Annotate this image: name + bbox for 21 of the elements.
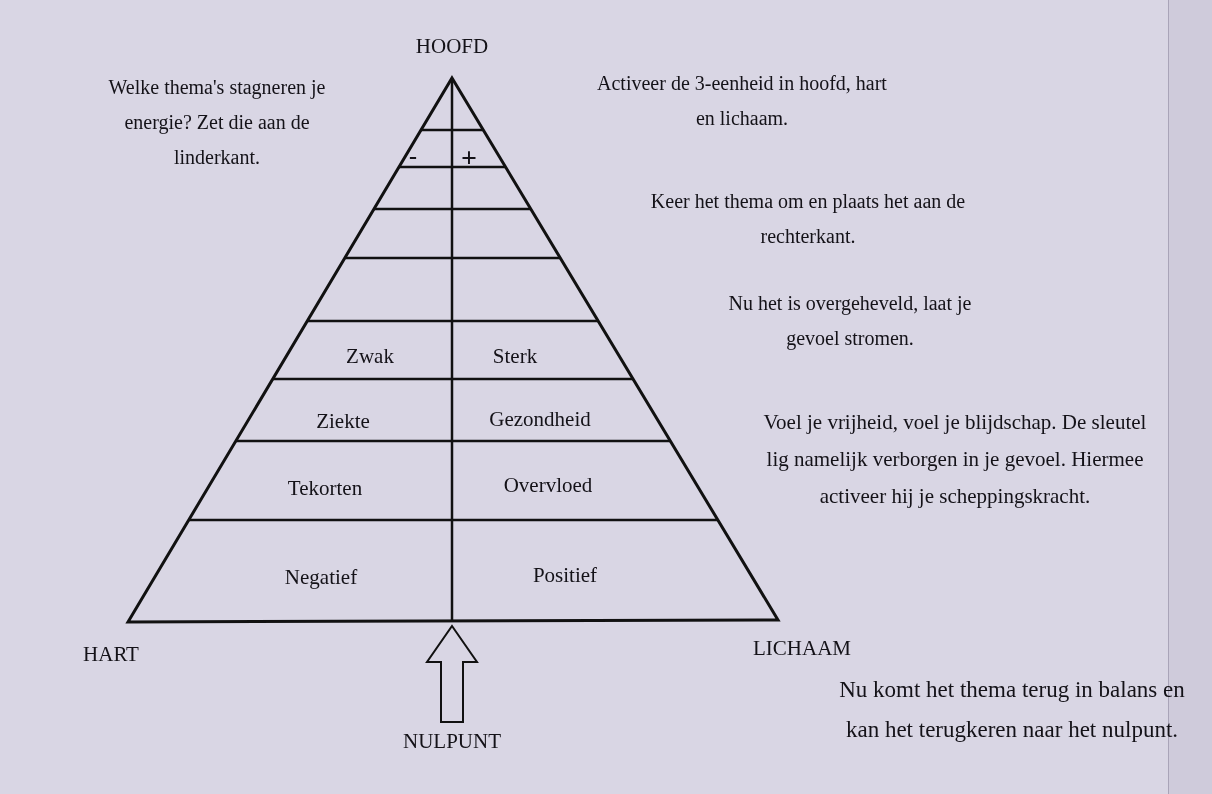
cell-label: Zwak: [345, 343, 395, 370]
note-text: Nu komt het thema terug in balans en kan het terugkeren naar het nulpunt.: [838, 676, 1186, 745]
corner-label: LICHAAM: [752, 635, 852, 662]
note-text: Voel je vrijheid, voel je blijdschap. De sleutel lig namelijk verborgen in je gevoel. Hiermee activeer hij je scheppingskracht.: [762, 409, 1148, 510]
cell-label: Negatief: [283, 564, 359, 591]
cell-label: Gezondheid: [488, 406, 592, 433]
cell-label: Ziekte: [315, 408, 371, 435]
note-text: Nu het is overgeheveld, laat je gevoel stromen.: [727, 291, 973, 352]
note-text: Activeer de 3-eenheid in hoofd, hart en lichaam.: [597, 71, 887, 131]
cell-label: +: [460, 141, 478, 175]
cell-label: Sterk: [491, 343, 539, 370]
cell-label: Overvloed: [502, 472, 594, 499]
note-text: Welke thema's stagneren je energie? Zet die aan de linderkant.: [107, 75, 327, 170]
corner-label: HOOFD: [414, 33, 490, 60]
cell-label: -: [408, 142, 418, 171]
hollow-arrow: [425, 624, 479, 723]
node-label: NULPUNT: [403, 727, 501, 755]
cell-label: Tekorten: [286, 475, 364, 502]
note-text: Keer het thema om en plaats het aan de rechterkant.: [649, 189, 967, 249]
corner-label: HART: [82, 641, 140, 668]
cell-label: Positief: [531, 562, 599, 589]
